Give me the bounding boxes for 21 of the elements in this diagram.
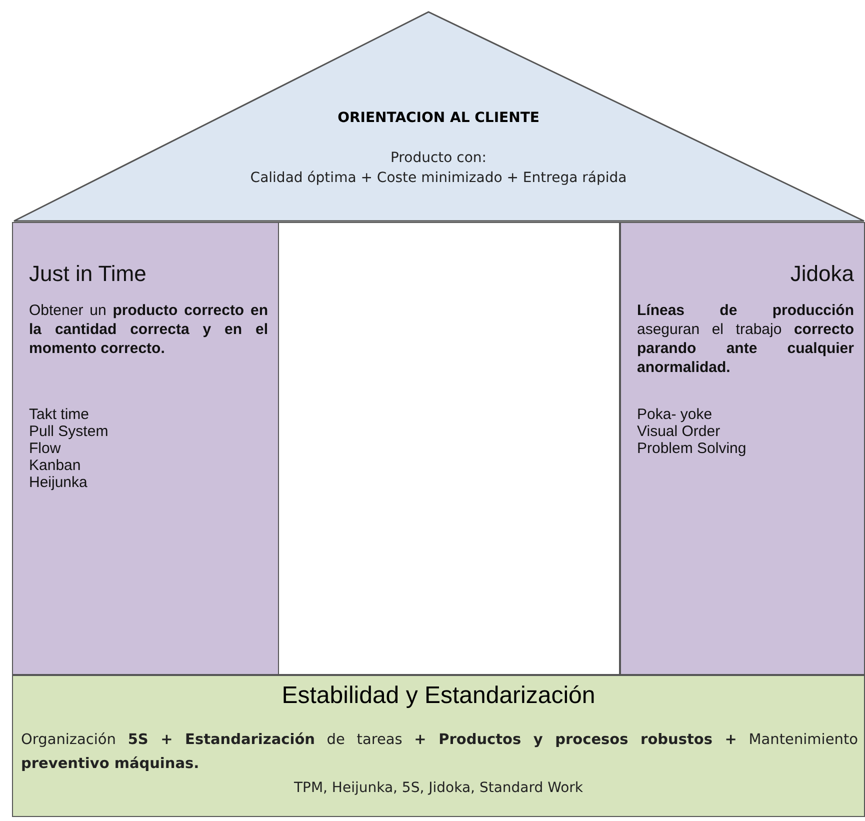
foundation-panel bbox=[12, 675, 865, 817]
list-item: Visual Order bbox=[637, 423, 722, 440]
pillar-description: Obtener un producto correcto en la cantidad correcta y en el momento correcto. bbox=[29, 301, 268, 358]
list-item: Kanban bbox=[29, 457, 82, 474]
roof-text: Producto con: bbox=[389, 150, 488, 166]
pillar-panel bbox=[620, 222, 865, 675]
pillar-panel bbox=[12, 222, 279, 675]
foundation-description: Organización 5S + Estandarización de tareas + Productos y procesos robustos + Mantenimiento preventivo máquinas. bbox=[21, 731, 858, 774]
pillar-description: Líneas de producción aseguran el trabajo correcto parando ante cualquier anormalidad. bbox=[637, 301, 854, 377]
foundation-heading: Estabilidad y Estandarización bbox=[280, 682, 596, 710]
pillar-heading: Jidoka bbox=[789, 261, 854, 287]
roof-text: Calidad óptima + Coste minimizado + Entrega rápida bbox=[249, 170, 628, 186]
list-item: Pull System bbox=[29, 423, 110, 440]
list-item: Flow bbox=[29, 440, 62, 457]
pillar-heading: Just in Time bbox=[29, 261, 148, 287]
foundation-text: TPM, Heijunka, 5S, Jidoka, Standard Work bbox=[292, 780, 584, 796]
list-item: Heijunka bbox=[29, 474, 88, 491]
list-item: Takt time bbox=[29, 406, 90, 423]
list-item: Poka- yoke bbox=[637, 406, 714, 423]
roof-heading: ORIENTACION AL CLIENTE bbox=[336, 110, 540, 126]
list-item: Problem Solving bbox=[637, 440, 748, 457]
